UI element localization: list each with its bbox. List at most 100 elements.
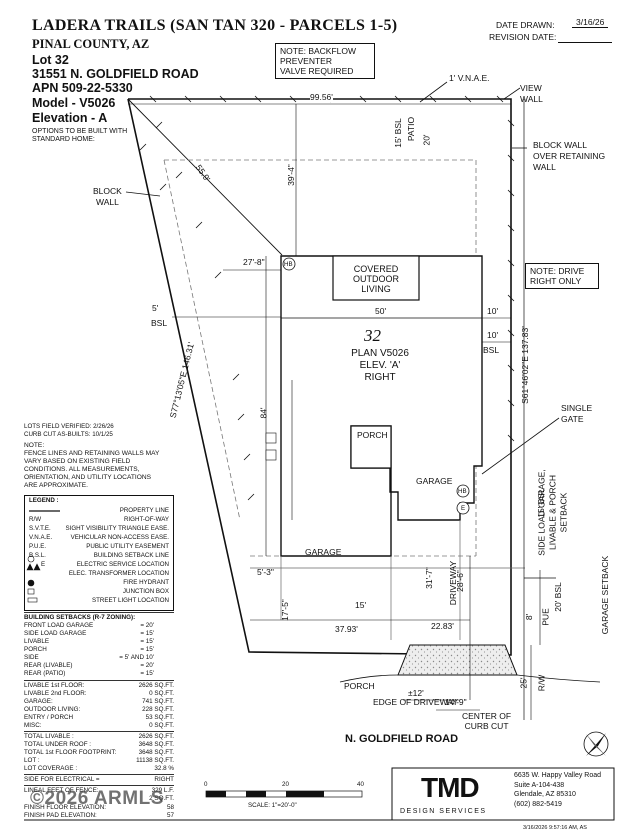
legend-row: JUNCTION BOX — [122, 588, 169, 595]
options-note: OPTIONS TO BE BUILT WITH STANDARD HOME: — [32, 128, 128, 143]
fence-row: 2 SQ.FT. — [149, 795, 174, 802]
legend-row: P.U.E.PUBLIC UTILITY EASEMENT — [29, 543, 169, 550]
porch-label: PORCH — [357, 430, 388, 440]
wall-ticks — [139, 95, 515, 501]
lots-field-verified: LOTS FIELD VERIFIED: 2/26/26 — [24, 423, 114, 430]
dim-37-93: 37.93' — [335, 624, 358, 634]
county: PINAL COUNTY, AZ — [32, 37, 150, 51]
dim-width50: 50' — [375, 306, 387, 316]
house-outline — [280, 255, 483, 557]
garage-label-2: GARAGE — [305, 547, 342, 557]
scale-bar — [205, 790, 363, 798]
fence-row: FINISH PAD ELEVATION:57 — [24, 812, 174, 819]
divider — [24, 612, 174, 613]
revision-date-line — [558, 42, 612, 43]
backflow-note: NOTE: BACKFLOW PREVENTER VALVE REQUIRED — [275, 43, 375, 79]
dim-side-left: 27'-8" — [243, 257, 265, 267]
legend-row: S.V.T.E.SIGHT VISIBILITY TRIANGLE EASE. — [29, 525, 169, 532]
company-tagline: DESIGN SERVICES — [400, 808, 487, 815]
curb-cut — [397, 644, 518, 676]
total-row: TOTAL 1st FLOOR FOOTPRINT:3648 SQ.FT. — [24, 749, 174, 756]
fence-row: LINEAL FEET OF FENCE:329 L.F. — [24, 787, 174, 794]
apn: APN 509-22-5330 — [32, 81, 133, 95]
garage-setback-label: GARAGE SETBACK — [600, 555, 611, 635]
ac-unit-icon — [265, 432, 277, 444]
setback-row: REAR (PATIO)= 15' — [24, 670, 154, 677]
electrical-row: SIDE FOR ELECTRICAL =RIGHT — [24, 776, 174, 783]
area-row: LIVABLE 2nd FLOOR:0 SQ.FT. — [24, 690, 174, 697]
date-drawn-value: 3/16/26 — [572, 17, 609, 28]
plan-label: PLAN V5026 ELEV. 'A' RIGHT — [351, 348, 409, 383]
dim-front-depth: 39'-4" — [285, 164, 296, 186]
legend-row: ELEC. TRANSFORMER LOCATION — [68, 570, 169, 577]
divider — [24, 731, 174, 732]
scale-label: SCALE: 1"=20'-0" — [248, 802, 297, 809]
dim-31-7: 31'-7" — [423, 567, 434, 589]
dim-r10b: 10' — [487, 330, 499, 340]
dim-bsl-right: BSL — [483, 345, 500, 355]
footer-stamp: 3/16/2026 9:57:16 AM, AS — [523, 825, 587, 831]
area-row: OUTDOOR LIVING:228 SQ.FT. — [24, 706, 174, 713]
setback-row: FRONT LOAD GARAGE= 20' — [24, 622, 154, 629]
hb-label: HB — [284, 261, 293, 268]
dim-rw: R/W — [536, 674, 547, 692]
divider — [24, 680, 174, 681]
dim-r10a: 10' — [487, 306, 499, 316]
area-row: MISC:0 SQ.FT. — [24, 722, 174, 729]
dim-22-83: 22.83' — [431, 621, 454, 631]
company-logo: TMD — [421, 772, 480, 803]
dim-15: 15' — [355, 600, 367, 610]
dim-rw25: 25' — [518, 677, 529, 689]
area-row: LIVABLE 1st FLOOR:2626 SQ.FT. — [24, 682, 174, 689]
legend-title: LEGEND : — [29, 497, 59, 504]
leader-lines — [125, 81, 560, 579]
dim-bsl5: 5' — [152, 303, 159, 313]
legend-row: PROPERTY LINE — [119, 507, 169, 514]
hose-bib-marker-2 — [456, 484, 470, 498]
legend-row: V.N.A.E.VEHICULAR NON-ACCESS EASE. — [29, 534, 169, 541]
elevation: Elevation - A — [32, 111, 108, 125]
model: Model - V5026 — [32, 96, 116, 110]
property-line — [127, 98, 512, 656]
legend-row: B.S.L.BUILDING SETBACK LINE — [29, 552, 169, 559]
scale-tick-40: 40 — [357, 781, 364, 788]
curb-cut-asbuilt: CURB CUT AS-BUILTS: 10/1/25 — [24, 431, 113, 438]
legend-symbols — [26, 510, 60, 603]
hb-label-2: HB — [458, 488, 467, 495]
e-label: E — [461, 505, 466, 512]
dim-17-5: 17'-5" — [279, 599, 290, 621]
scale-tick-0: 0 — [204, 781, 208, 788]
setback-row: SIDE= 5' AND 10' — [24, 654, 154, 661]
street-name: N. GOLDFIELD ROAD — [345, 733, 459, 745]
scale-tick-20: 20 — [282, 781, 289, 788]
legend-row: STREET LIGHT LOCATION — [91, 597, 169, 604]
garage-label: GARAGE — [416, 476, 453, 486]
dim-5-3: 5'-3" — [257, 567, 274, 577]
driveway — [250, 520, 525, 640]
dim-patio-bsl: 15' BSL — [392, 118, 403, 148]
covered-outdoor-label: COVERED OUTDOOR LIVING — [353, 264, 399, 294]
dim-bsl20: 20' BSL — [552, 582, 563, 612]
vnae-label: 1' V.N.A.E. — [449, 73, 490, 83]
total-row: TOTAL UNDER ROOF :3648 SQ.FT. — [24, 741, 174, 748]
dim-28-6: 28'-6" — [454, 570, 465, 592]
dim-right-bearing: S61°46'02"E 137.83' — [519, 326, 530, 404]
drive-note: NOTE: DRIVE RIGHT ONLY — [525, 263, 599, 289]
north-arrow-icon — [583, 731, 609, 757]
divider — [24, 785, 174, 786]
revision-date-label: REVISION DATE: — [489, 32, 557, 42]
project-title: LADERA TRAILS (SAN TAN 320 - PARCELS 1-5… — [32, 17, 398, 34]
ac-unit-icon-2 — [265, 449, 277, 461]
porch-area — [350, 425, 392, 469]
fence-row: FINISH FLOOR ELEVATION:58 — [24, 804, 174, 811]
street-porch-label: PORCH — [344, 681, 375, 691]
setback-row: LIVABLE= 15' — [24, 638, 154, 645]
dim-patio-depth: 20' — [421, 134, 432, 146]
side-setback-label: SIDE LOAD GARAGE, LIVABLE & PORCH SETBAC… — [536, 469, 569, 556]
dim-patio: PATIO — [406, 116, 417, 142]
